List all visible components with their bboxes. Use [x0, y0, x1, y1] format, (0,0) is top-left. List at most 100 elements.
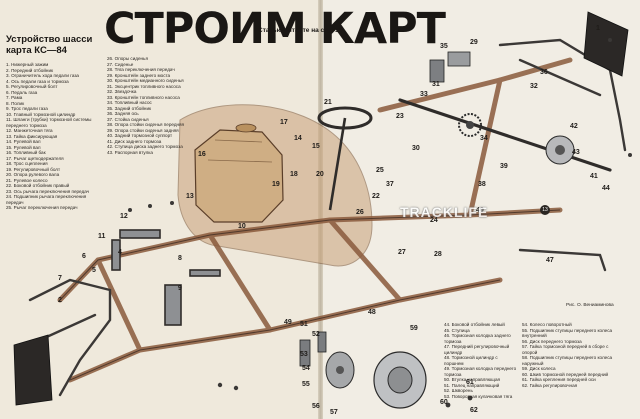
- part-number-label: 53: [300, 351, 308, 358]
- part-number-label: 15: [312, 143, 320, 150]
- part-number-label: 24: [430, 217, 438, 224]
- page-title: СТРОИМ КАРТ: [104, 4, 446, 54]
- part-number-label: 13: [186, 193, 194, 200]
- legend-item: 61. Гайка крепления передней оси: [522, 377, 596, 382]
- part-number-label: 56: [312, 403, 320, 410]
- part-number-label: 42: [570, 123, 578, 130]
- legend-item: 32. Звездочка: [107, 89, 137, 94]
- legend-item: 18. Трос сцепления: [6, 161, 48, 166]
- legend-item: 10. Главный тормозной цилиндр: [6, 111, 76, 117]
- legend-item: 4. Ось педали газа и тормоза: [6, 78, 69, 84]
- legend-item: 2. Передний отбойник: [6, 67, 54, 73]
- pedal-assembly: [111, 229, 221, 326]
- legend-item: 42. Ступица диска заднего тормоза: [107, 144, 183, 149]
- right-page: [320, 0, 640, 419]
- legend-item: 27. Сиденье: [107, 61, 134, 67]
- part-number-label: 41: [590, 173, 598, 180]
- part-number-label: 62: [470, 407, 478, 414]
- diagram-subtitle: Устройство шасси карта КС—84: [6, 34, 104, 56]
- legend-item: 1. Нижерный зажим: [6, 62, 49, 67]
- legend-item: 11. Шланги (трубки) тормозной системы пе…: [6, 117, 92, 128]
- part-number-label: 23: [396, 113, 404, 120]
- legend-item: 8. Полик: [6, 100, 25, 106]
- part-number-label: 59: [410, 325, 418, 332]
- legend-item: 50. Втулка направляющая: [444, 377, 501, 382]
- part-number-label: 25: [376, 167, 384, 174]
- subtitle-line: Устройство шасси: [6, 34, 93, 45]
- legend-item: 17. Рычаг щеткодержателя: [6, 155, 64, 161]
- page-folio: 13: [540, 205, 550, 215]
- part-number-label: 35: [440, 43, 448, 50]
- number-plate-front: [13, 334, 53, 406]
- part-number-label: 11: [98, 233, 106, 240]
- legend-item: 54. Колесо поворотный: [522, 322, 572, 327]
- part-number-label: 27: [398, 249, 406, 256]
- legend-item: 29. Кронштейн заднего моста: [107, 72, 171, 78]
- legend-item: 38. Опора стойки сиденья передняя: [107, 122, 185, 127]
- legend-item: 7. Рама: [6, 95, 23, 100]
- legend-item: 19. Регулировочный болт: [6, 166, 61, 172]
- part-number-label: 44: [602, 185, 610, 192]
- legend-item: 36. Задняя ось: [107, 111, 139, 116]
- legend-item: 56. Диск переднего тормоза: [522, 338, 582, 344]
- part-number-label: 31: [432, 81, 440, 88]
- part-number-label: 43: [572, 149, 580, 156]
- part-number-label: 47: [546, 257, 554, 264]
- part-number-label: 30: [412, 145, 420, 152]
- legend-item: 34. Топливный насос: [107, 100, 152, 105]
- part-number-label: 14: [294, 135, 302, 142]
- legend-item: 12. Манжеточная тяга: [6, 128, 53, 133]
- part-number-label: 49: [284, 319, 292, 326]
- part-number-label: 26: [356, 209, 364, 216]
- part-number-label: 21: [324, 99, 332, 106]
- legend-item: 25. Рычаг переключения передач: [6, 205, 78, 210]
- legend-item: 49. Тормозная колодка переднего тормоза: [444, 366, 517, 377]
- side-bumper-left: [518, 248, 607, 272]
- part-number-label: 18: [290, 171, 298, 178]
- part-number-label: 20: [316, 171, 324, 178]
- legend-item: 15. Рулевой вал: [6, 144, 41, 150]
- part-number-label: 6: [82, 253, 86, 260]
- fuel-tank: [194, 129, 284, 223]
- part-number-label: 5: [92, 267, 96, 274]
- part-number-label: 54: [302, 365, 310, 372]
- legend-item: 20. Опора рулевого вала: [6, 172, 60, 177]
- legend-item: 51. Палец направляющий: [444, 382, 500, 388]
- legend-item: 46. Тормозная колодка заднего тормоза: [444, 333, 511, 344]
- legend-item: 60. Шкив тормозной передней передний: [522, 371, 609, 377]
- rear-axle: [398, 98, 612, 172]
- front-bumper: [28, 278, 112, 397]
- front-wheel-rim: [373, 351, 427, 409]
- part-number-label: 17: [280, 119, 288, 126]
- legend-item: 30. Кронштейн медианного сиденья: [107, 78, 184, 83]
- legend-item: 28. Тяга переключения передач: [107, 67, 175, 72]
- legend-item: 53. Поворотная кулачковая тяга: [444, 393, 513, 399]
- part-number-label: 37: [386, 181, 394, 188]
- part-number-label: 51: [300, 321, 308, 328]
- legend-item: 52. Шкворень: [444, 388, 473, 393]
- legend-item: 48. Тормозной цилиндр с поршнем: [444, 355, 498, 366]
- legend-item: 35. Задний отбойник: [107, 105, 152, 111]
- legend-item: 58. Подшипник ступицы переднего колеса н…: [522, 355, 613, 366]
- legend-item: 31. Эксцентрик топливного насоса: [107, 83, 181, 89]
- legend-item: 59. Диск колеса: [522, 366, 556, 371]
- legend-item: 45. Ступица: [444, 327, 470, 333]
- part-number-label: 36: [540, 69, 548, 76]
- part-number-label: 55: [302, 381, 310, 388]
- watermark-text: TRACKLIFE: [400, 204, 489, 220]
- continuation-note: Статью читайте на стр. 12: [258, 27, 343, 34]
- part-number-label: 19: [272, 181, 280, 188]
- legend-item: 33. Кронштейн топливного насоса: [107, 94, 180, 100]
- fuel-pump: [429, 59, 445, 83]
- part-number-label: 52: [312, 331, 320, 338]
- part-number-callouts: 1 2 4 5 6 7 8 9 10 11 12 13 14 15 16 17 …: [58, 25, 610, 416]
- legend-item: 5. Регулировочный болт: [6, 84, 58, 89]
- part-number-label: 28: [434, 251, 442, 258]
- part-number-label: 10: [238, 223, 246, 230]
- legend-item: 43. Распорная втулка: [107, 149, 153, 155]
- legend-item: 16. Топливный бак: [6, 150, 46, 155]
- legend-item: 9. Трос педали газа: [6, 106, 48, 111]
